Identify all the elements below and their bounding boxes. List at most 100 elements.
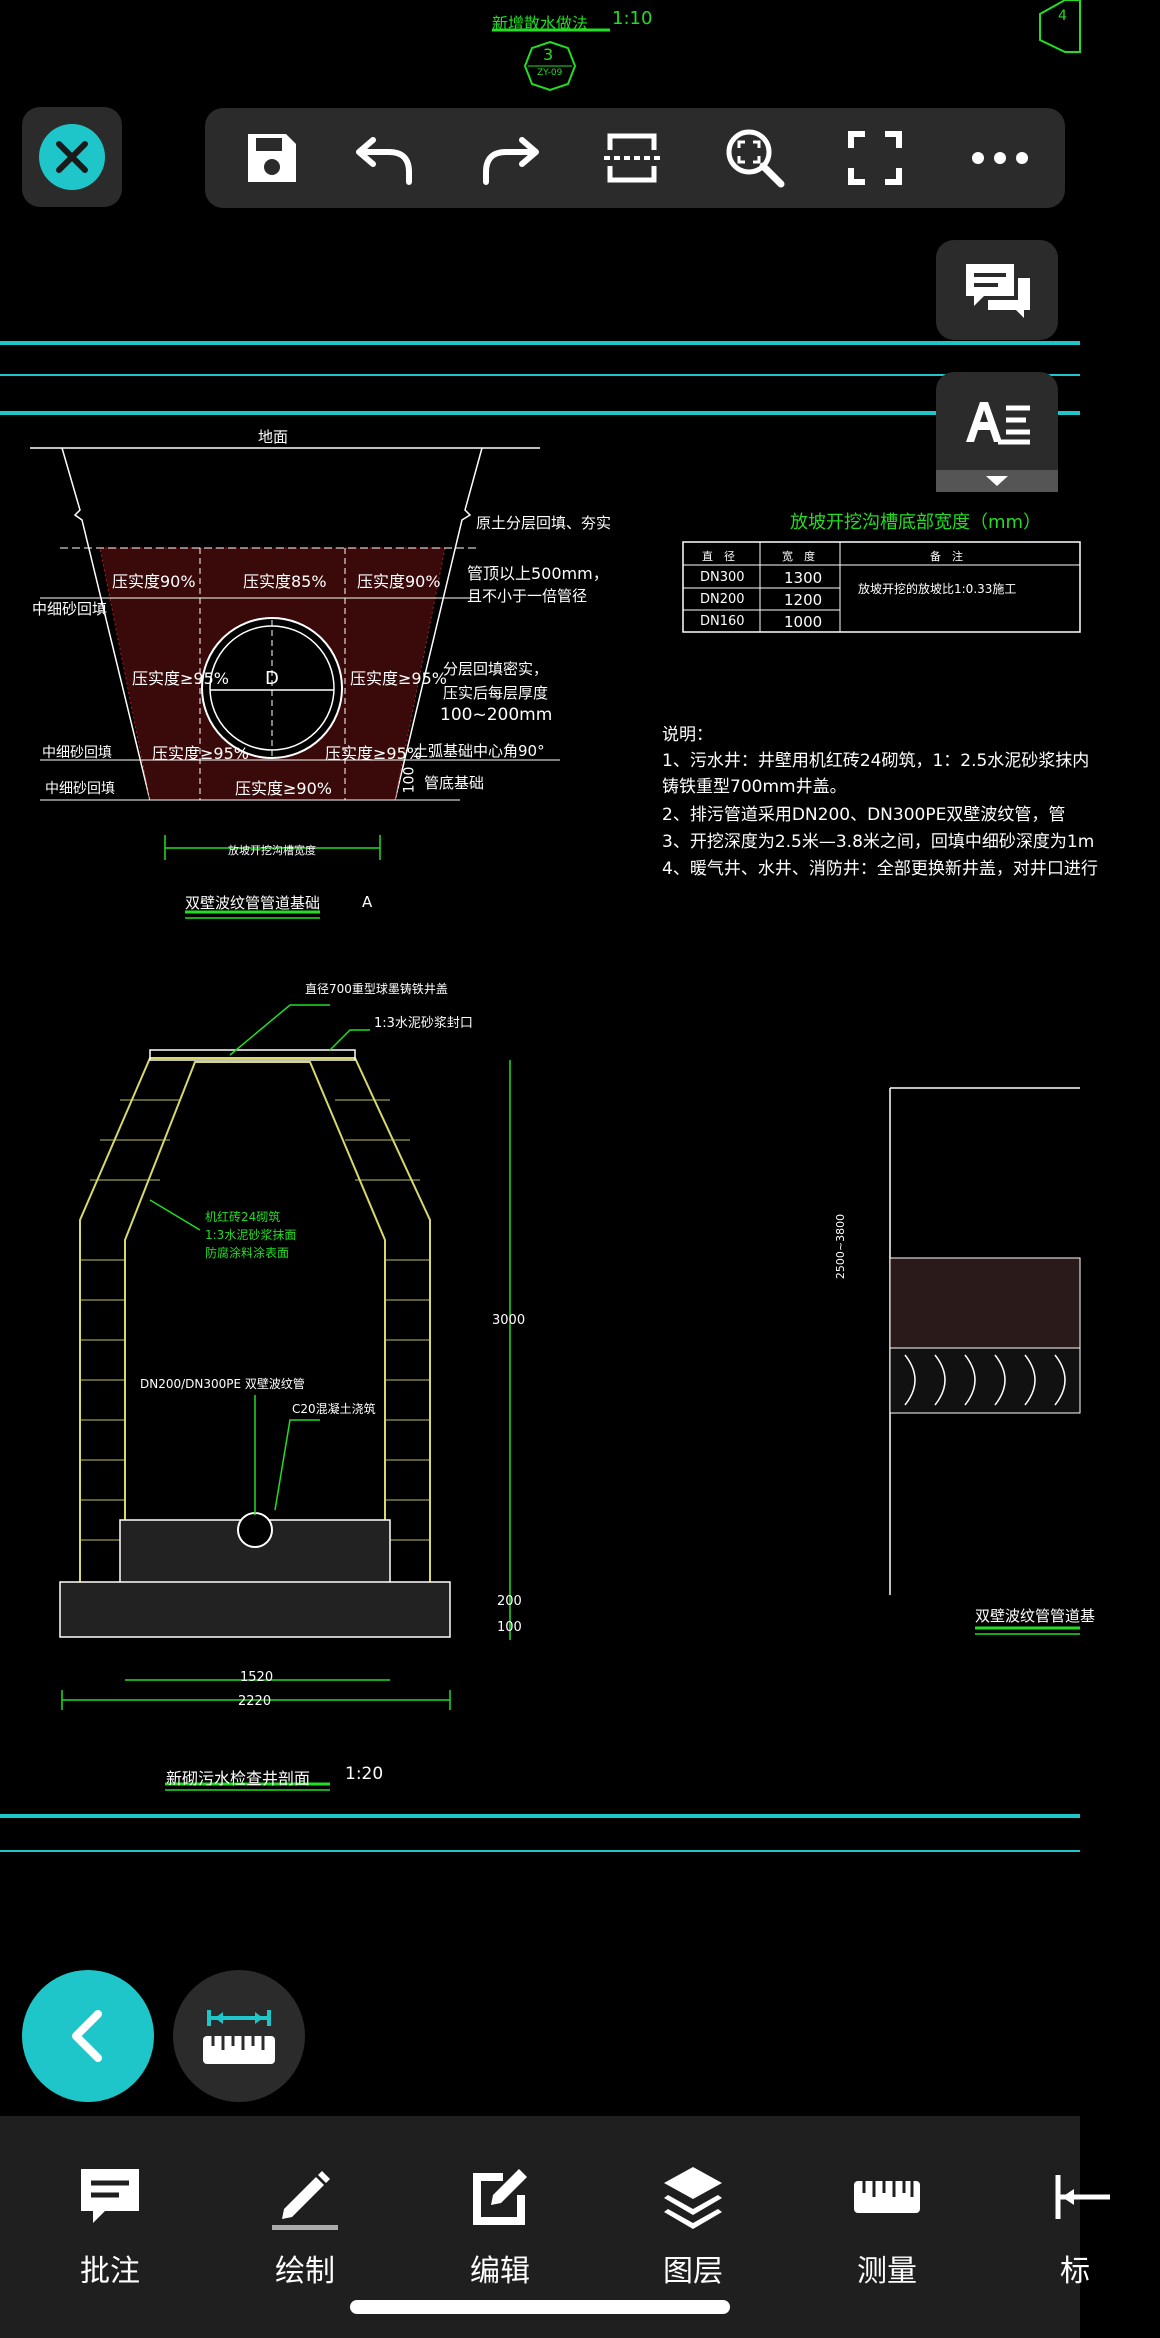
edit-icon — [473, 2169, 527, 2225]
bottom-nav: 批注 绘制 编辑 图层 测量 — [0, 2116, 1110, 2338]
notes-line-4: 4、暖气井、水井、消防井：全部更换新井盖，对井口进行 — [662, 859, 1098, 879]
zoom-fit-icon — [726, 129, 785, 188]
label-crown-500: 管顶以上500mm， — [467, 564, 609, 583]
more-button[interactable] — [950, 108, 1050, 208]
nav-edit-label: 编辑 — [470, 2254, 530, 2289]
notes-line-1b: 铸铁重型700mm井盖。 — [662, 777, 847, 797]
label-bottom-left-95: 压实度≥95% — [152, 744, 249, 763]
label-layer-3: 100~200mm — [440, 705, 553, 725]
label-sand-fill-1: 中细砂回填 — [42, 745, 112, 761]
table-header-remark: 备 注 — [930, 550, 963, 563]
well-brick-label-3: 防腐涂料涂表面 — [205, 1246, 290, 1260]
ground-label: 地面 — [258, 428, 289, 446]
table-cell-dn160: DN160 — [700, 614, 745, 629]
label-layer-2: 压实后每层厚度 — [443, 684, 549, 702]
save-icon — [248, 134, 296, 182]
layers-icon — [664, 2167, 722, 2229]
close-icon — [39, 124, 105, 190]
top-scale: 1:10 — [612, 8, 653, 29]
well-pipe-label: DN200/DN300PE 双壁波纹管 — [140, 1377, 305, 1391]
nav-measure-label: 测量 — [857, 2254, 917, 2289]
nav-layers[interactable]: 图层 — [608, 2146, 778, 2296]
table-header-diameter: 直 径 — [702, 550, 735, 563]
label-bottom-90: 压实度≥90% — [235, 779, 332, 798]
notes-line-3: 3、开挖深度为2.5米—3.8米之间，回填中细砂深度为1m — [662, 832, 1095, 852]
top-badge-number: 3 — [543, 45, 554, 64]
nav-measure[interactable]: 测量 — [802, 2146, 972, 2296]
undo-icon — [356, 137, 412, 185]
label-crown-500-b: 且不小于一倍管径 — [467, 587, 588, 605]
table-cell-1000: 1000 — [784, 613, 823, 631]
label-left-95: 压实度≥95% — [132, 669, 229, 688]
label-layer-1: 分层回填密实， — [443, 660, 549, 678]
table-cell-1200: 1200 — [784, 591, 823, 609]
well-dim-1520: 1520 — [240, 1670, 274, 1685]
well-caption: 新砌污水检查井剖面 — [166, 1769, 311, 1788]
label-dim-100: 100 — [401, 766, 418, 794]
more-icon — [972, 152, 1028, 164]
label-sand-fill-2: 中细砂回填 — [45, 781, 115, 797]
top-badge-sub: ZY-09 — [537, 68, 563, 78]
well-dim-200: 200 — [497, 1594, 522, 1609]
label-backfill-top: 原土分层回填、夯实 — [476, 514, 612, 532]
table-cell-1300: 1300 — [784, 569, 823, 587]
notes-title: 说明： — [662, 725, 713, 745]
text-layers-button[interactable] — [936, 372, 1058, 492]
annotate-icon — [81, 2169, 139, 2223]
well-dim-100: 100 — [497, 1620, 522, 1635]
back-button[interactable] — [22, 1970, 154, 2102]
well-brick-label-1: 机红砖24砌筑 — [205, 1210, 281, 1224]
nav-edit[interactable]: 编辑 — [415, 2146, 585, 2296]
well-scale: 1:20 — [345, 1764, 384, 1784]
crop-button[interactable] — [582, 108, 682, 208]
crop-icon — [604, 133, 660, 183]
pencil-icon — [272, 2171, 338, 2230]
close-button[interactable] — [22, 107, 122, 207]
nav-annotate[interactable]: 批注 — [25, 2146, 195, 2296]
table-note: 放坡开挖的放坡比1:0.33施工 — [858, 582, 1017, 596]
comments-button[interactable] — [936, 240, 1058, 340]
text-layers-icon — [936, 402, 1058, 492]
fullscreen-button[interactable] — [825, 108, 925, 208]
label-base-angle: 土弧基础中心角90° — [413, 742, 545, 760]
right-dim-vertical: 2500~3800 — [834, 1213, 848, 1280]
table-cell-dn200: DN200 — [700, 592, 745, 607]
top-title: 新增散水做法 — [492, 14, 589, 33]
fullscreen-icon — [848, 131, 902, 185]
nav-dimension[interactable]: 标 — [990, 2146, 1160, 2296]
save-button[interactable] — [222, 108, 322, 208]
well-brick-label-2: 1:3水泥砂浆抹面 — [205, 1228, 297, 1242]
well-mortar-label: 1:3水泥砂浆封口 — [374, 1016, 473, 1031]
home-indicator[interactable] — [350, 2300, 730, 2314]
corner-badge-number: 4 — [1058, 8, 1067, 24]
comments-icon — [966, 264, 1030, 318]
ruler-icon — [854, 2181, 920, 2213]
nav-annotate-label: 批注 — [80, 2254, 140, 2289]
table-cell-dn300: DN300 — [700, 570, 745, 585]
label-right-95: 压实度≥95% — [350, 669, 447, 688]
nav-layers-label: 图层 — [663, 2254, 723, 2289]
nav-draw[interactable]: 绘制 — [220, 2146, 390, 2296]
label-center-85: 压实度85% — [243, 572, 327, 591]
notes-line-1: 1、污水井：井壁用机红砖24砌筑，1：2.5水泥砂浆抹内 — [662, 751, 1090, 771]
undo-button[interactable] — [335, 108, 435, 208]
measure-tool-button[interactable] — [173, 1970, 305, 2102]
well-dim-2220: 2220 — [238, 1694, 272, 1709]
cad-drawing-canvas[interactable] — [0, 0, 1081, 2338]
right-caption: 双壁波纹管管道基 — [975, 1607, 1096, 1625]
trench-caption-a: A — [362, 893, 373, 911]
nav-dimension-label: 标 — [1060, 2254, 1090, 2289]
label-right-90: 压实度90% — [357, 572, 441, 591]
well-c20-label: C20混凝土浇筑 — [292, 1402, 376, 1416]
label-trench-width: 放坡开挖沟槽宽度 — [228, 844, 316, 857]
ruler-measure-icon — [203, 2010, 275, 2064]
well-dim-3000: 3000 — [492, 1313, 526, 1328]
label-pipe-base: 管底基础 — [424, 774, 485, 792]
label-pipe-d: D — [265, 668, 279, 689]
dimension-icon — [1055, 2175, 1110, 2219]
trench-caption: 双壁波纹管管道基础 — [185, 894, 321, 912]
zoom-fit-button[interactable] — [705, 108, 805, 208]
redo-button[interactable] — [460, 108, 560, 208]
table-header-width: 宽 度 — [782, 550, 815, 563]
notes-line-2: 2、排污管道采用DN200、DN300PE双壁波纹管，管 — [662, 805, 1066, 825]
